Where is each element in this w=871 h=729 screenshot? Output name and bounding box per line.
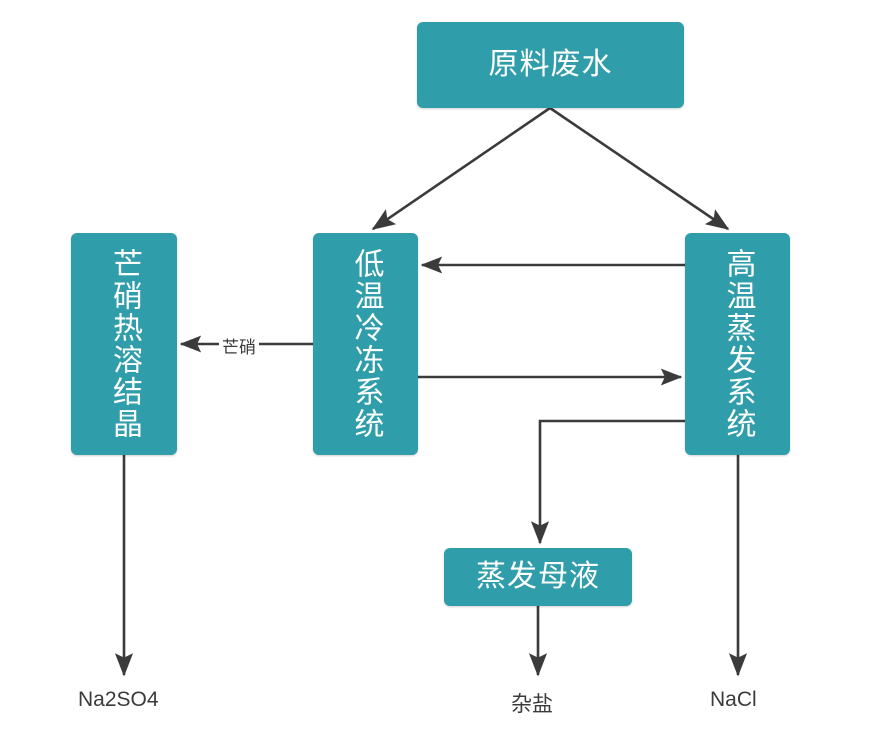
edge-feed-to-evap: [549, 106, 730, 231]
node-mirabilite-hot-dissolution-crystallization-label: 芒硝热溶结晶: [108, 248, 141, 440]
node-high-temperature-evaporation-system-label: 高温蒸发系统: [721, 248, 755, 440]
node-evaporation-mother-liquor-label: 蒸发母液: [476, 560, 600, 594]
node-high-temperature-evaporation-system[interactable]: 高温蒸发系统: [685, 233, 790, 455]
edge-evap-to-mother: [530, 419, 685, 545]
output-label-mixed-salt: 杂盐: [511, 693, 553, 716]
edge-feed-to-freeze: [371, 106, 551, 231]
output-label-nacl: NaCl: [710, 688, 757, 711]
node-mirabilite-hot-dissolution-crystallization[interactable]: 芒硝热溶结晶: [71, 233, 177, 455]
node-evaporation-mother-liquor[interactable]: 蒸发母液: [444, 548, 632, 606]
edge-label-mirabilite: 芒硝: [219, 333, 259, 358]
node-raw-wastewater-label: 原料废水: [488, 48, 613, 82]
node-low-temperature-freezing-system-label: 低温冷冻系统: [349, 248, 383, 440]
node-raw-wastewater[interactable]: 原料废水: [417, 22, 684, 108]
node-low-temperature-freezing-system[interactable]: 低温冷冻系统: [313, 233, 418, 455]
output-label-na2so4: Na2SO4: [78, 688, 159, 711]
